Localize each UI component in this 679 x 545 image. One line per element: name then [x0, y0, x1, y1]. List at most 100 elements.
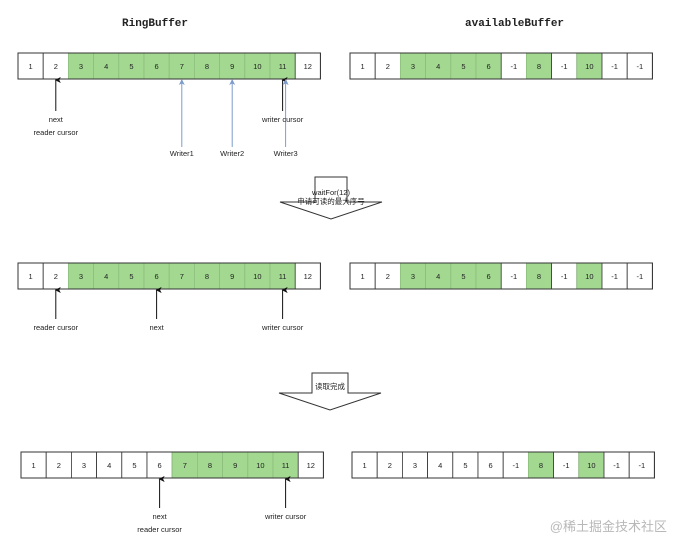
writer-label: Writer1: [169, 149, 194, 158]
availablebuffer-cell-value: -1: [510, 62, 517, 71]
writer-label: Writer2: [220, 149, 245, 158]
availablebuffer-cell-value: -1: [636, 272, 643, 281]
availablebuffer-cell-value: 10: [587, 461, 595, 470]
ringbuffer-cell-value: 3: [79, 272, 83, 281]
ringbuffer-cell-value: 7: [180, 272, 184, 281]
ringbuffer-cell: [45, 451, 72, 479]
ringbuffer-outline: [20, 451, 324, 479]
ringbuffer-cell-value: 10: [253, 62, 261, 71]
ringbuffer-cell-value: 11: [279, 62, 287, 71]
ringbuffer-cell-value: 6: [155, 272, 159, 281]
ringbuffer-outline: [17, 52, 321, 80]
pointer-label: writer cursor: [261, 115, 304, 124]
ringbuffer-cell-value: 6: [158, 461, 162, 470]
availablebuffer-cell-value: 1: [361, 62, 365, 71]
ringbuffer-cell: [294, 52, 321, 80]
availablebuffer-cell: [578, 451, 605, 479]
ringbuffer-cell-value: 4: [107, 461, 111, 470]
availablebuffer-cell-value: 6: [487, 62, 491, 71]
availablebuffer-cell-value: -1: [611, 62, 618, 71]
availablebuffer-cell: [601, 262, 628, 290]
availablebuffer-cell-value: -1: [611, 272, 618, 281]
watermark: @稀土掘金技术社区: [549, 519, 667, 534]
ringbuffer-cell: [193, 52, 220, 80]
availablebuffer-cell-value: 3: [411, 272, 415, 281]
availablebuffer-cell-value: 3: [411, 62, 415, 71]
ringbuffer-cell-value: 9: [233, 461, 237, 470]
availablebuffer-cell-value: -1: [563, 461, 570, 470]
availablebuffer-cell-value: -1: [512, 461, 519, 470]
transition-label-line: 申请可读的最大序号: [297, 197, 365, 206]
ringbuffer-cell-value: 4: [104, 272, 108, 281]
ringbuffer-outline: [17, 262, 321, 290]
ringbuffer-cell-value: 2: [57, 461, 61, 470]
pointer-label: writer cursor: [261, 323, 304, 332]
availablebuffer-cell-value: 2: [388, 461, 392, 470]
ringbuffer-cell-value: 8: [208, 461, 212, 470]
availablebuffer-cell-value: 10: [585, 272, 593, 281]
availablebuffer-cell-value: 3: [413, 461, 417, 470]
pointer-label: reader cursor: [33, 323, 79, 332]
pointer-label: next: [48, 115, 63, 124]
ringbuffer-title: RingBuffer: [122, 18, 189, 30]
ringbuffer-cell-value: 1: [29, 62, 33, 71]
availablebuffer-cell-value: 8: [537, 272, 541, 281]
availablebuffer-cell-value: -1: [561, 272, 568, 281]
availablebuffer-cell-value: 2: [386, 272, 390, 281]
ringbuffer-cell: [96, 451, 123, 479]
ringbuffer-cell-value: 9: [230, 272, 234, 281]
ringbuffer-cell-value: 1: [32, 461, 36, 470]
availablebuffer-cell-value: -1: [510, 272, 517, 281]
availablebuffer-outline: [351, 451, 655, 479]
transition-label: waitFor(12)申请可读的最大序号: [297, 188, 365, 206]
availablebuffer-cell: [351, 451, 378, 479]
pointer-label: reader cursor: [33, 128, 79, 137]
ringbuffer-cell-value: 2: [54, 272, 58, 281]
ringbuffer-cell-value: 4: [104, 62, 108, 71]
transition-label: 读取完成: [315, 382, 345, 391]
availablebuffer-cell-value: 4: [436, 272, 440, 281]
pointer-label: next: [149, 323, 164, 332]
ringbuffer-cell-value: 11: [282, 461, 290, 470]
ringbuffer-cell: [143, 52, 170, 80]
ringbuffer-cell-value: 5: [132, 461, 136, 470]
ringbuffer-cell-value: 5: [129, 272, 133, 281]
pointer-label: next: [152, 512, 167, 521]
ringbuffer-cell-value: 5: [129, 62, 133, 71]
transition-arrow: [278, 372, 382, 411]
availablebuffer-cell-value: 4: [438, 461, 442, 470]
ringbuffer-cell-value: 6: [155, 62, 159, 71]
availablebuffer-cell-value: -1: [561, 62, 568, 71]
availablebuffer-cell-value: 5: [461, 62, 465, 71]
pointer-label: writer cursor: [264, 512, 307, 521]
ringbuffer-cell-value: 3: [79, 62, 83, 71]
availablebuffer-cell-value: -1: [638, 461, 645, 470]
availablebuffer-title: availableBuffer: [465, 18, 565, 30]
pointer-label: reader cursor: [137, 525, 182, 534]
availablebuffer-cell-value: 5: [461, 272, 465, 281]
ringbuffer-cell-value: 8: [205, 272, 209, 281]
transition-label-line: waitFor(12): [312, 188, 350, 197]
ringbuffer-cell-value: 3: [82, 461, 86, 470]
availablebuffer-cell-value: 8: [539, 461, 543, 470]
availablebuffer-cell-value: 1: [361, 272, 365, 281]
ringbuffer-cell: [219, 262, 246, 290]
transition-label-line: 读取完成: [315, 382, 345, 391]
ringbuffer-cell: [42, 52, 69, 80]
availablebuffer-cell: [427, 451, 454, 479]
ringbuffer-cell-value: 2: [54, 62, 58, 71]
ringbuffer-cell-value: 7: [180, 62, 184, 71]
availablebuffer-cell: [576, 262, 603, 290]
ringbuffer-cell: [244, 52, 271, 80]
availablebuffer-cell-value: 8: [537, 62, 541, 71]
availablebuffer-cell: [628, 451, 655, 479]
availablebuffer-cell-value: 6: [487, 272, 491, 281]
ringbuffer-cell: [68, 262, 95, 290]
transition-arrow: [279, 176, 383, 220]
availablebuffer-cell-value: 4: [436, 62, 440, 71]
ringbuffer-cell-value: 10: [253, 272, 261, 281]
availablebuffer-cell: [477, 451, 504, 479]
ringbuffer-cell-value: 8: [205, 62, 209, 71]
